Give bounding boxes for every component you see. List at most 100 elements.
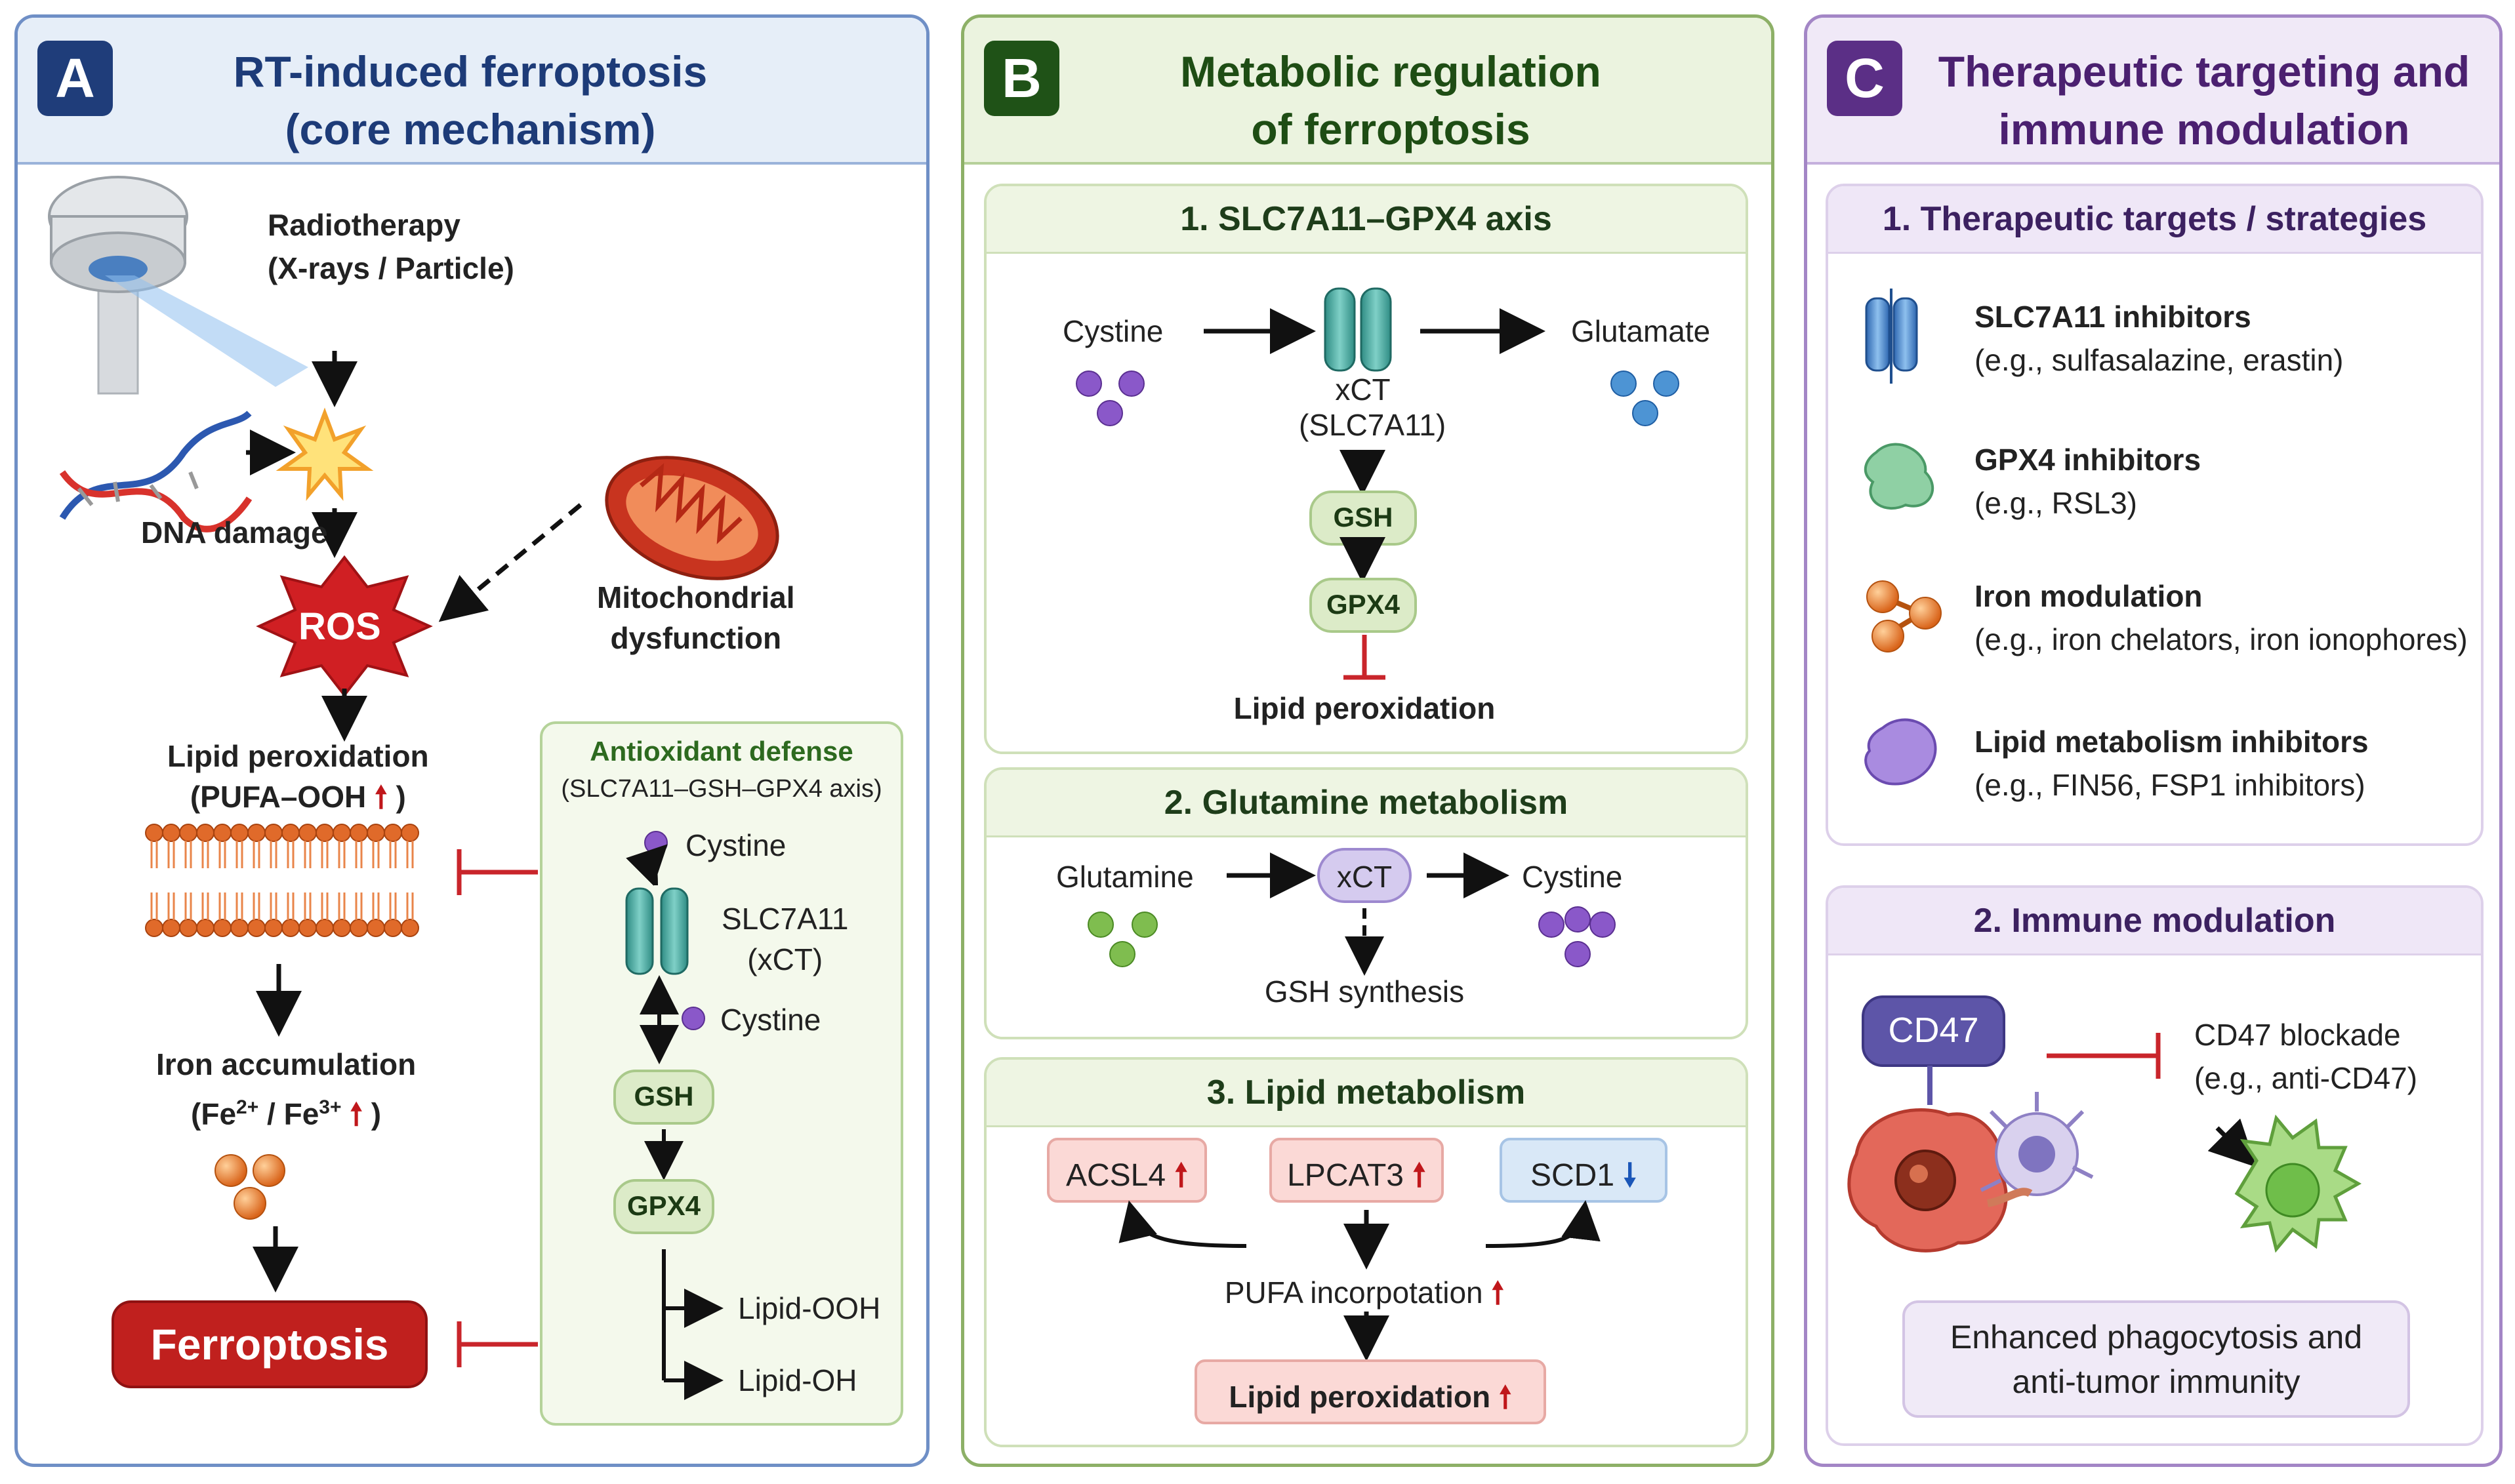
ferroptosis-box	[112, 1300, 428, 1388]
panel-c-title: Therapeutic targeting and immune modulat…	[1915, 43, 2493, 158]
panel-b-title-line1: Metabolic regulation	[1180, 47, 1601, 96]
panel-c-title-line1: Therapeutic targeting and	[1938, 47, 2470, 96]
gsh-label-a: GSH	[634, 1081, 694, 1112]
gsh-pill-a	[613, 1070, 714, 1125]
immune-title: 2. Immune modulation	[1828, 888, 2481, 955]
result-line2: anti-tumor immunity	[2012, 1363, 2300, 1400]
lipid-head	[333, 824, 351, 842]
iron-accumulation-label: Iron accumulation (Fe2+ / Fe3+ 🠕 )	[156, 1043, 416, 1135]
panel-a-header	[18, 18, 926, 165]
panel-b-badge: B	[984, 41, 1059, 116]
gsh-synthesis-label: GSH synthesis	[1264, 974, 1465, 1009]
cystine-molecule-icon	[682, 1007, 705, 1030]
lipid-oh-label: Lipid-OH	[738, 1363, 857, 1397]
lipid-head	[196, 824, 215, 842]
glutamine-box: 2. Glutamine metabolism	[984, 767, 1748, 1039]
cystine-bottom-label: Cystine	[720, 1003, 821, 1037]
target-1-name: SLC7A11 inhibitors	[1974, 300, 2251, 334]
lipid-head	[350, 919, 368, 937]
xct-sub-b: (SLC7A11)	[1299, 408, 1446, 442]
gpx4-label-a: GPX4	[626, 1190, 701, 1221]
up-arrow-icon: 🠕	[1174, 1158, 1189, 1193]
lipid-head	[401, 919, 419, 937]
lipid-perox-line1: Lipid peroxidation	[167, 739, 429, 773]
lipid-head	[264, 919, 283, 937]
slc7a11-transporter-icon	[625, 887, 689, 975]
gpx4-pill-b	[1309, 578, 1417, 633]
target-1-example: (e.g., sulfasalazine, erastin)	[1974, 343, 2344, 377]
iron-ion-icon	[215, 1154, 247, 1187]
pufa-label: PUFA incorpotation 🠕	[1200, 1271, 1528, 1322]
lipid-head	[367, 824, 385, 842]
cd47-blockade-label: CD47 blockade (e.g., anti-CD47)	[2194, 1013, 2417, 1100]
lipid-head	[145, 824, 163, 842]
antioxidant-subtitle: (SLC7A11–GSH–GPX4 axis)	[561, 775, 882, 803]
lipid-head	[281, 824, 300, 842]
lipid-head	[230, 824, 249, 842]
down-arrow-icon: 🠗	[1623, 1158, 1637, 1193]
tumor-cell-icon	[1847, 1108, 2008, 1253]
mito-line2: dysfunction	[610, 621, 782, 655]
glutamate-molecules-icon	[1610, 371, 1679, 426]
up-arrow-icon: 🠕	[350, 1096, 363, 1131]
ros-label: ROS	[298, 605, 381, 648]
lipid-head	[230, 919, 249, 937]
fe3-label: / Fe	[258, 1096, 319, 1131]
panel-b-graphics	[1047, 287, 1679, 1424]
slc7a11-text: SLC7A11	[722, 902, 849, 936]
target-4: Lipid metabolism inhibitors (e.g., FIN56…	[1974, 720, 2369, 807]
cystine-label-b2: Cystine	[1522, 860, 1623, 894]
blockade-line1: CD47 blockade	[2194, 1018, 2401, 1052]
up-arrow-icon: 🠕	[1412, 1158, 1426, 1193]
target-3-name: Iron modulation	[1974, 579, 2203, 613]
iron-modulation-icon	[1866, 580, 1942, 652]
activated-macrophage-icon	[2234, 1114, 2362, 1253]
lipid-head	[145, 919, 163, 937]
cystine-cluster-icon	[1538, 906, 1616, 967]
lpcat3-box	[1269, 1138, 1444, 1203]
damage-burst-icon	[276, 407, 374, 501]
scd1-text: SCD1	[1530, 1158, 1615, 1193]
lipid-head	[179, 919, 197, 937]
target-4-name: Lipid metabolism inhibitors	[1974, 725, 2369, 759]
xct-label-b2: xCT	[1336, 860, 1393, 894]
pufa-text: PUFA incorpotation	[1224, 1275, 1483, 1310]
radiotherapy-label: Radiotherapy (X-rays / Particle)	[268, 203, 514, 290]
lipid-head	[316, 919, 334, 937]
target-2-example: (e.g., RSL3)	[1974, 486, 2137, 520]
glutamate-label: Glutamate	[1571, 314, 1711, 348]
lpcat3-text: LPCAT3	[1287, 1158, 1404, 1193]
lipid-perox-line2: (PUFA–OOH	[190, 780, 367, 814]
acsl4-text: ACSL4	[1065, 1158, 1166, 1193]
panel-a-badge: A	[37, 41, 113, 116]
lipid-head	[196, 919, 215, 937]
cd47-label: CD47	[1888, 1011, 1979, 1050]
gpx4-pill-a	[613, 1179, 714, 1234]
mitochondrion-icon	[605, 456, 779, 580]
targets-box: 1. Therapeutic targets / strategies	[1826, 184, 2484, 846]
blockade-line2: (e.g., anti-CD47)	[2194, 1061, 2418, 1095]
target-2-name: GPX4 inhibitors	[1974, 443, 2201, 477]
xct-label-b: xCT (SLC7A11)	[1299, 372, 1446, 443]
lipid-head	[384, 824, 402, 842]
lipid-metabolism-title: 3. Lipid metabolism	[987, 1060, 1746, 1127]
iron-ion-icon	[234, 1187, 266, 1220]
lipid-membrane-icon	[145, 824, 419, 937]
result-label: Enhanced phagocytosis and anti-tumor imm…	[1904, 1315, 2409, 1404]
target-4-example: (e.g., FIN56, FSP1 inhibitors)	[1974, 768, 2365, 802]
lipid-head	[298, 824, 317, 842]
fe2-sup: 2+	[236, 1096, 259, 1118]
xct-transporter-icon	[1324, 287, 1392, 372]
lipid-perox-box	[1195, 1359, 1546, 1424]
fe-label: (Fe	[191, 1096, 237, 1131]
up-arrow-icon: 🠕	[374, 780, 388, 814]
scd1-label: SCD1 🠗	[1501, 1153, 1666, 1206]
slc7a11-label-a: SLC7A11 (xCT)	[722, 898, 849, 980]
panel-a-title: RT-induced ferroptosis (core mechanism)	[142, 43, 798, 158]
radiotherapy-line1: Radiotherapy	[268, 208, 460, 242]
lipid-perox-label-b2: Lipid peroxidation 🠕	[1196, 1375, 1545, 1426]
lipid-head	[162, 919, 180, 937]
lipid-head	[264, 824, 283, 842]
mitochondrial-label: Mitochondrial dysfunction	[597, 577, 795, 658]
lipid-head	[247, 919, 266, 937]
